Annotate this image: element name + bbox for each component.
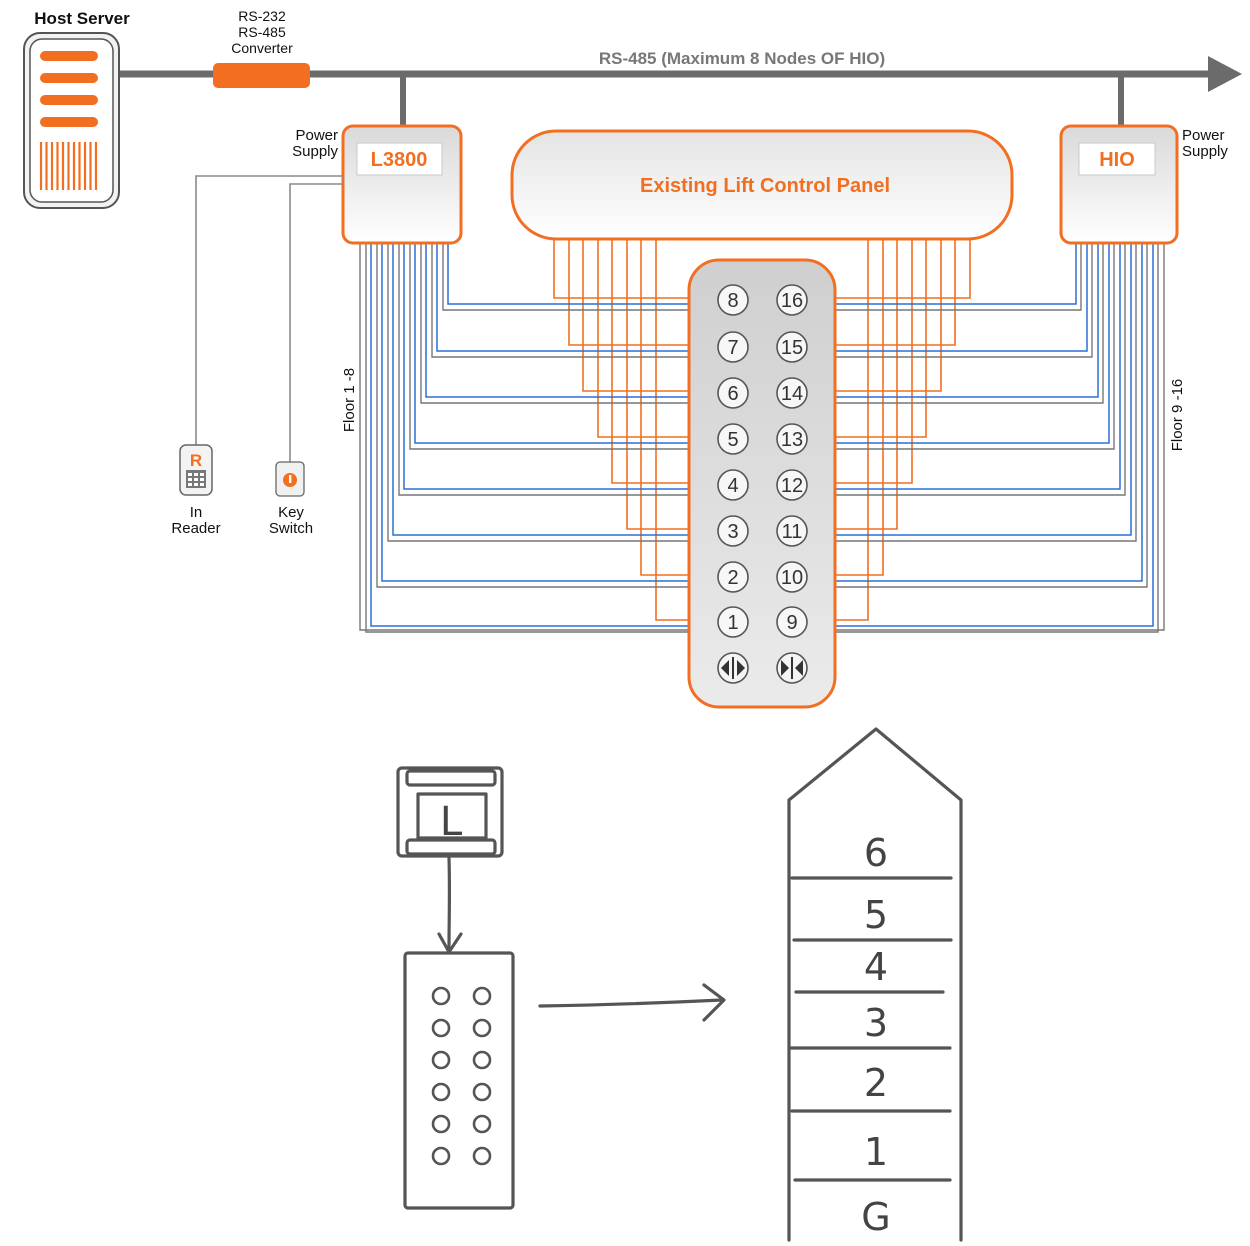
key-switch-label-1: Key [278,504,304,521]
floor-button-10-label: 10 [781,567,803,589]
floor-button-5-ring [717,423,749,455]
converter-label-3: Converter [231,40,293,56]
floor-button-5[interactable]: 5 [717,423,749,455]
floor-button-9-label: 9 [786,612,797,634]
l3800-power-label-2: Supply [292,143,338,160]
floor-button-9-ring [776,606,808,638]
floor-button-7[interactable]: 7 [717,331,749,363]
floor-button-15-label: 15 [781,337,803,359]
floor-button-3[interactable]: 3 [717,515,749,547]
hio-power-label-2: Supply [1182,143,1228,160]
floor-button-4-ring [717,469,749,501]
floor-button-14[interactable]: 14 [776,377,808,409]
reader-label-2: Reader [171,520,220,537]
reader-label-1: In [190,504,203,521]
key-switch-label-2: Switch [269,520,313,537]
converter-label-1: RS-232 [238,8,286,24]
floor-button-7-ring [717,331,749,363]
floor-button-6[interactable]: 6 [717,377,749,409]
l3800-label: L3800 [371,149,428,171]
floor-right-label: Floor 9 -16 [1169,379,1186,452]
floor-button-2-label: 2 [727,567,738,589]
floor-button-14-ring [776,377,808,409]
left-button-column: 8 7 6 5 4 3 2 1 [717,284,749,638]
floor-button-12[interactable]: 12 [776,469,808,501]
lift-control-panel [510,129,1014,241]
key-switch-icon [275,461,305,497]
sketch-floor-5: 5 [864,893,888,937]
floor-button-1-label: 1 [727,612,738,634]
floor-button-15[interactable]: 15 [776,331,808,363]
floor-button-15-ring [776,331,808,363]
right-button-column: 16 15 14 13 12 11 10 9 [776,284,808,638]
floor-button-8[interactable]: 8 [717,284,749,316]
sketch-floor-2: 2 [864,1061,888,1105]
floor-button-12-label: 12 [781,475,803,497]
door-open-icon [721,657,745,679]
floor-button-13[interactable]: 13 [776,423,808,455]
floor-button-16-ring [776,284,808,316]
floor-button-11[interactable]: 11 [776,515,808,547]
floor-button-3-ring [717,515,749,547]
floor-button-16[interactable]: 16 [776,284,808,316]
floor-button-13-label: 13 [781,429,803,451]
sketch-floor-labels: 6 5 4 3 2 1G [861,831,890,1239]
sketch-controller [396,766,504,858]
converter-label-2: RS-485 [238,24,286,40]
floor-button-11-ring [776,515,808,547]
host-server-label: Host Server [34,9,130,28]
floor-button-4[interactable]: 4 [717,469,749,501]
door-open-button[interactable] [717,652,749,684]
floor-button-7-label: 7 [727,337,738,359]
floor-button-9[interactable]: 9 [776,606,808,638]
sketch-building [787,727,963,1242]
door-close-button[interactable] [776,652,808,684]
floor-left-label: Floor 1 -8 [341,368,358,432]
floor-button-16-label: 16 [781,290,803,312]
floor-button-1[interactable]: 1 [717,606,749,638]
converter-block [213,63,310,88]
floor-button-10-ring [776,561,808,593]
floor-button-2-ring [717,561,749,593]
floor-button-10[interactable]: 10 [776,561,808,593]
floor-button-14-label: 14 [781,383,803,405]
lift-panel-label: Existing Lift Control Panel [640,175,890,197]
l3800-power-label-1: Power [295,127,338,144]
bus-label: RS-485 (Maximum 8 Nodes OF HIO) [599,49,885,68]
floor-button-13-ring [776,423,808,455]
floor-button-12-ring [776,469,808,501]
floor-button-11-label: 11 [782,521,803,543]
server-icon [23,32,120,209]
floor-button-6-label: 6 [727,383,738,405]
sketch-floor-1: 1 [864,1130,888,1174]
lift-button-panel [687,258,837,709]
sketch-floor-3: 3 [864,1001,888,1045]
sketch-arrow-right-icon [538,998,724,1008]
floor-button-2[interactable]: 2 [717,561,749,593]
peripheral-wiring [195,175,343,462]
floor-button-4-label: 4 [727,475,738,497]
reader-glyph: R [190,451,202,470]
sketch-floor-G: G [861,1195,890,1239]
floor-button-3-label: 3 [727,521,738,543]
card-reader-icon [179,444,213,496]
sketch-floor-4: 4 [864,945,888,989]
floor-button-1-ring [717,606,749,638]
hio-label: HIO [1099,149,1135,171]
floor-button-5-label: 5 [727,429,738,451]
floor-button-8-ring [717,284,749,316]
sketch-floor-6: 6 [864,831,888,875]
bus-arrow-icon [1208,56,1242,92]
sketch-keypad [403,951,515,1210]
door-close-icon [781,657,803,679]
hio-power-label-1: Power [1182,127,1225,144]
sketch-controller-label: L [440,799,463,845]
floor-button-6-ring [717,377,749,409]
sketch [396,727,963,1242]
floor-button-8-label: 8 [727,290,738,312]
